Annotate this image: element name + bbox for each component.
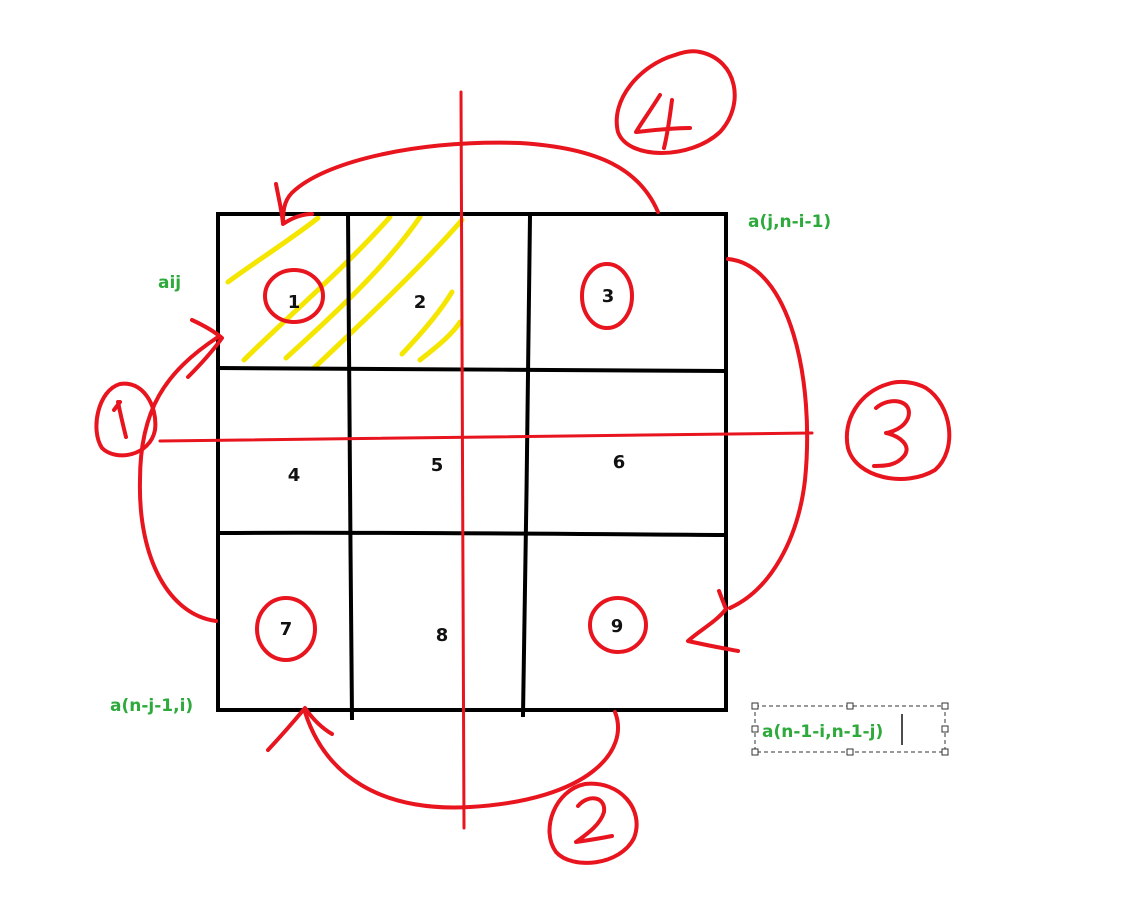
cell-5-number: 5 (431, 455, 444, 476)
cell-8-number: 8 (436, 625, 449, 646)
label-top-left: aij (158, 273, 181, 293)
matrix-grid (215, 211, 729, 721)
resize-handle-tl[interactable] (751, 702, 759, 710)
cell-4-number: 4 (288, 465, 301, 486)
rotation-arrows (137, 140, 810, 810)
resize-handle-tm[interactable] (846, 702, 854, 710)
resize-handle-br[interactable] (941, 748, 949, 756)
cell-2-number: 2 (414, 292, 427, 313)
corner-circles (255, 262, 648, 662)
center-axes (158, 90, 814, 830)
index-labels: aij a(j,n-i-1) a(n-j-1,i) a(n-1-i,n-1-j) (110, 212, 883, 742)
cell-3-number: 3 (602, 286, 615, 307)
resize-handle-bm[interactable] (846, 748, 854, 756)
cell-6-number: 6 (613, 452, 626, 473)
label-top-right: a(j,n-i-1) (748, 212, 831, 232)
cell-7-number: 7 (280, 619, 293, 640)
cell-1-number: 1 (288, 292, 301, 313)
rotation-step-markers (94, 49, 952, 865)
step-2-marker (547, 781, 639, 865)
resize-handle-bl[interactable] (751, 748, 759, 756)
step-4-marker (614, 49, 737, 155)
label-bottom-left: a(n-j-1,i) (110, 696, 193, 716)
selected-textbox-frame[interactable] (751, 702, 949, 756)
resize-handle-mr[interactable] (941, 725, 949, 733)
step-1-marker (94, 381, 158, 458)
resize-handle-ml[interactable] (751, 725, 759, 733)
label-bottom-right: a(n-1-i,n-1-j) (762, 722, 883, 742)
step-3-marker (844, 379, 952, 481)
resize-handle-tr[interactable] (941, 702, 949, 710)
cell-9-number: 9 (611, 616, 624, 637)
highlight-hatching (225, 214, 465, 371)
cell-numbers: 1 2 3 4 5 6 7 8 9 (280, 286, 626, 646)
